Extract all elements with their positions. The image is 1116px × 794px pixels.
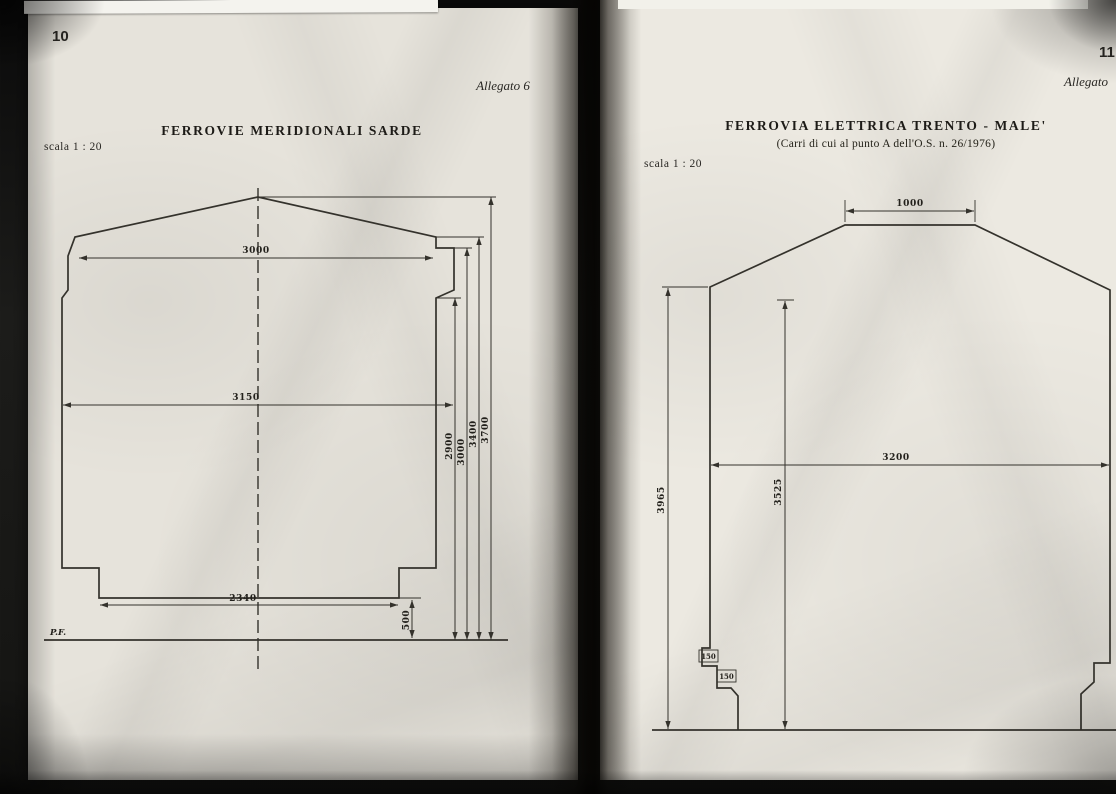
dim-label-height-3: 3400 [469,420,479,447]
paper-edge-top-right [618,0,1088,9]
dim-step-a: 150 [698,649,719,663]
right-diagram-svg: 1000 3200 3965 3525 150 [652,199,1116,731]
dim-step-height: 500 [402,600,415,638]
dim-label-height-1: 2900 [445,432,455,459]
dim-outer-height: 3965 [657,286,708,729]
dim-label-outer-height: 3965 [657,486,667,513]
dim-label-width-bottom: 2340 [229,594,256,604]
gauge-profile-right [701,224,1111,730]
dim-label-height-2: 3000 [457,438,467,465]
dim-label-width-top: 3000 [242,246,269,256]
dim-height-4: 3700 [481,197,494,640]
dim-inner-height: 3525 [774,299,794,729]
dim-label-top-width: 1000 [896,199,923,209]
dim-label-step-a: 150 [701,652,716,661]
dim-height-3: 3400 [469,237,482,640]
dim-step-b: 150 [716,669,737,683]
dim-height-1: 2900 [445,298,458,640]
dim-label-mid-width: 3200 [882,453,909,463]
dim-top-width: 1000 [844,199,976,222]
dim-label-width-mid: 3150 [232,393,259,403]
dim-width-top: 3000 [79,246,433,261]
dim-width-mid: 3150 [62,393,453,408]
left-diagram-svg: P.F. 3000 3150 2340 2900 [44,188,508,670]
pf-label: P.F. [49,628,66,638]
dim-width-bottom: 2340 [100,594,398,608]
page-left: 10 Allegato 6 FERROVIE MERIDIONALI SARDE… [28,8,578,780]
dim-label-step-b: 150 [719,672,734,681]
page-right: 11 Allegato FERROVIA ELETTRICA TRENTO - … [600,0,1116,780]
dim-label-inner-height: 3525 [774,478,784,505]
dim-label-height-4: 3700 [481,416,491,443]
dim-label-step-height: 500 [402,610,412,631]
dim-height-2: 3000 [457,248,470,640]
dim-mid-width: 3200 [711,453,1109,468]
paper-edge-top-left [23,0,439,14]
